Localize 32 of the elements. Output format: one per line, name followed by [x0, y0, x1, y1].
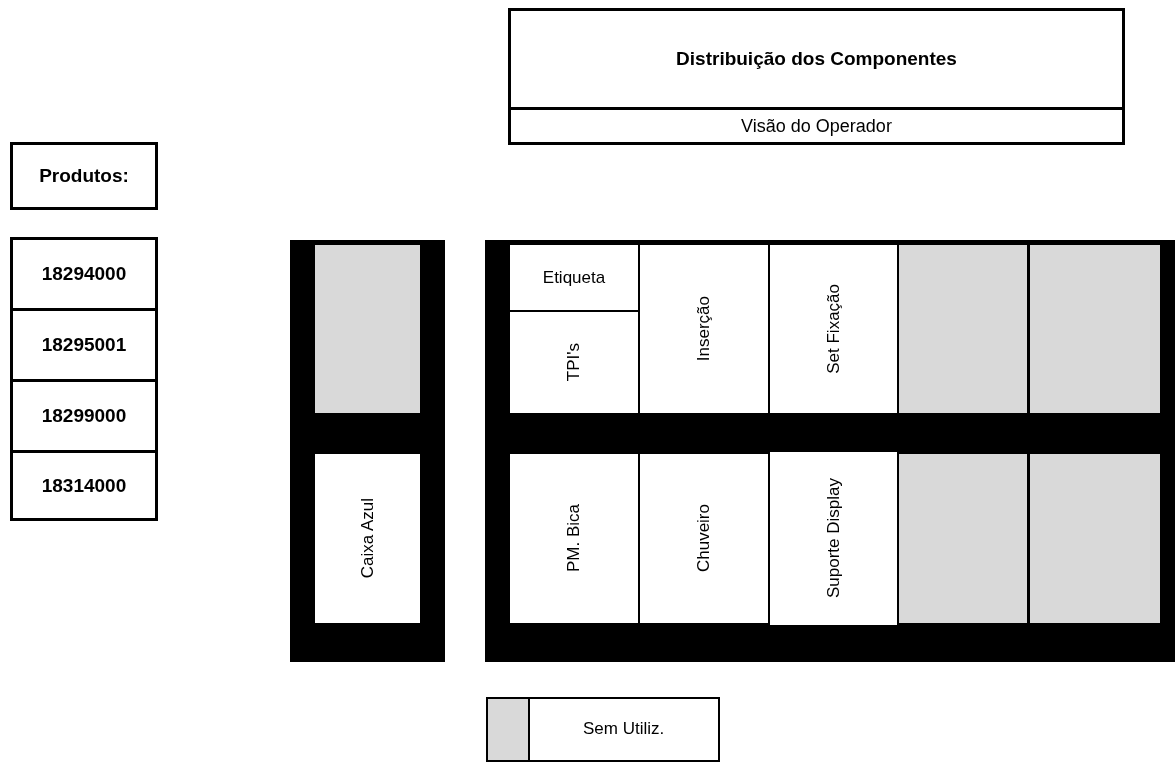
compartment-label: Etiqueta [542, 267, 606, 288]
product-code: 18295001 [10, 308, 158, 382]
compartment-label: TPI's [564, 343, 584, 382]
shelf-compartment [770, 245, 897, 413]
product-code: 18299000 [10, 379, 158, 453]
shelf-rack [290, 240, 445, 662]
shelf-compartment [510, 245, 638, 310]
legend-label: Sem Utiliz. [583, 719, 665, 739]
shelf-compartment [510, 454, 638, 623]
empty-compartment [1030, 245, 1160, 413]
compartment-label: Suporte Display [823, 478, 844, 599]
subtitle: Visão do Operador [741, 115, 892, 137]
shelf-compartment [640, 245, 768, 413]
shelf-compartment [640, 454, 768, 623]
shelf-compartment [510, 312, 638, 413]
heading-label: Distribuição dos Componentes [676, 48, 957, 70]
header-label: Produtos: [10, 142, 158, 210]
shelf-compartment [315, 454, 420, 623]
product-code: 18314000 [10, 450, 158, 521]
empty-compartment [899, 454, 1027, 623]
compartment-label: Chuveiro [694, 504, 714, 573]
empty-compartment [1030, 454, 1160, 623]
shelf-rack [485, 240, 1175, 662]
compartment-label: PM. Bica [564, 504, 584, 573]
title-box [508, 8, 1125, 145]
compartment-label: Inserção [694, 296, 714, 362]
empty-compartment [315, 245, 420, 413]
empty-compartment [899, 245, 1027, 413]
product-code: 18294000 [10, 237, 158, 311]
compartment-label: Set Fixação [823, 284, 844, 374]
compartment-label: Caixa Azul [357, 498, 378, 579]
shelf-compartment [770, 452, 897, 625]
